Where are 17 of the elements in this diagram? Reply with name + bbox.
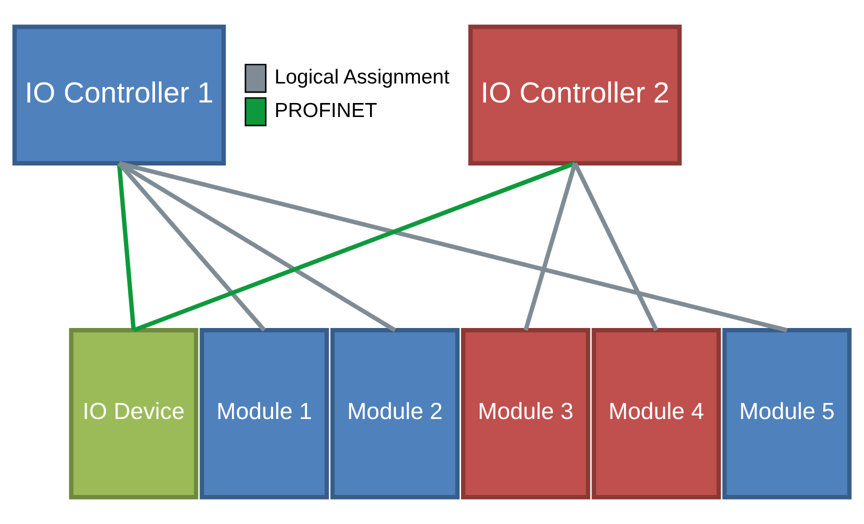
node-box: Module 2: [330, 328, 460, 500]
legend-label: Logical Assignment: [274, 66, 450, 89]
connector: [116, 163, 136, 330]
connector: [118, 162, 266, 332]
node-box: IO Device: [69, 328, 198, 500]
connector: [573, 162, 658, 332]
node-box: IO Controller 2: [468, 24, 682, 166]
node-box: Module 4: [592, 328, 721, 500]
connector: [524, 162, 578, 331]
connector: [118, 161, 788, 332]
node-box: Module 3: [461, 328, 590, 500]
node-box: Module 1: [200, 328, 329, 500]
connector: [132, 161, 576, 332]
legend-label: PROFINET: [274, 100, 378, 122]
connector: [118, 161, 396, 332]
node-box: Module 5: [722, 328, 852, 500]
node-box: IO Controller 1: [12, 24, 226, 166]
